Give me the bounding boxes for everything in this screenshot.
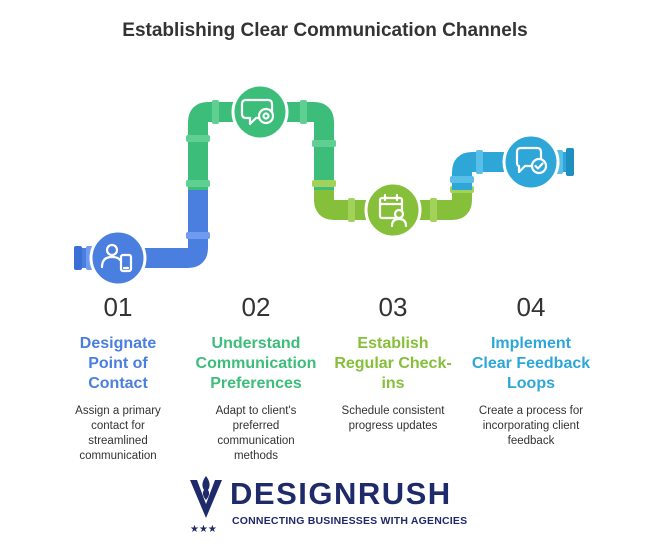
step-3-heading: Establish Regular Check- ins bbox=[334, 335, 452, 392]
step-2-heading: Understand Communication Preferences bbox=[195, 335, 317, 392]
chat-gear-icon bbox=[240, 98, 275, 126]
pipe-end-cap-right bbox=[566, 148, 574, 176]
pipeline-diagram bbox=[74, 83, 574, 287]
page-title: Establishing Clear Communication Channel… bbox=[122, 20, 528, 41]
step-1-heading: Designate Point of Contact bbox=[79, 335, 157, 392]
pipe-flange bbox=[186, 180, 210, 187]
pipe-flange bbox=[450, 176, 474, 183]
pipe-flange bbox=[300, 100, 307, 124]
pipe-flange bbox=[312, 180, 336, 187]
step-2-description: Adapt to client's preferred communicatio… bbox=[215, 405, 297, 462]
step-4-description: Create a process for incorporating clien… bbox=[478, 405, 584, 447]
pipe-end-cap-left bbox=[74, 246, 82, 270]
step-4-node bbox=[502, 133, 560, 191]
designrush-emblem-icon: ★★★ bbox=[190, 476, 222, 535]
calendar-person-icon bbox=[378, 193, 408, 228]
pipe-flange bbox=[186, 135, 210, 142]
step-3-description: Schedule consistent progress updates bbox=[341, 405, 445, 432]
step-2-node bbox=[231, 83, 289, 141]
step-3-number: 03 bbox=[378, 292, 408, 322]
step-3-node bbox=[364, 181, 422, 239]
logo-tagline: CONNECTING BUSINESSES WITH AGENCIES bbox=[232, 515, 468, 527]
step-1-description: Assign a primary contact for streamlined… bbox=[75, 405, 161, 462]
step-1-node bbox=[89, 229, 147, 287]
pipe-flange bbox=[348, 198, 355, 222]
pipe-flange bbox=[430, 198, 437, 222]
pipe-flange bbox=[212, 100, 219, 124]
pipe-flange bbox=[312, 140, 336, 147]
step-1-number: 01 bbox=[103, 292, 133, 322]
designrush-logo: ★★★ DESIGNRUSH CONNECTING BUSINESSES WIT… bbox=[186, 474, 486, 536]
step-4-heading: Implement Clear Feedback Loops bbox=[471, 335, 591, 392]
step-2-number: 02 bbox=[241, 292, 271, 322]
svg-text:★★★: ★★★ bbox=[190, 524, 217, 535]
logo-wordmark: DESIGNRUSH bbox=[230, 476, 452, 511]
step-4-number: 04 bbox=[516, 292, 546, 322]
pipe-flange bbox=[186, 232, 210, 239]
chat-check-icon bbox=[515, 146, 548, 175]
person-phone-icon bbox=[100, 243, 133, 273]
pipe-flange bbox=[476, 150, 483, 174]
